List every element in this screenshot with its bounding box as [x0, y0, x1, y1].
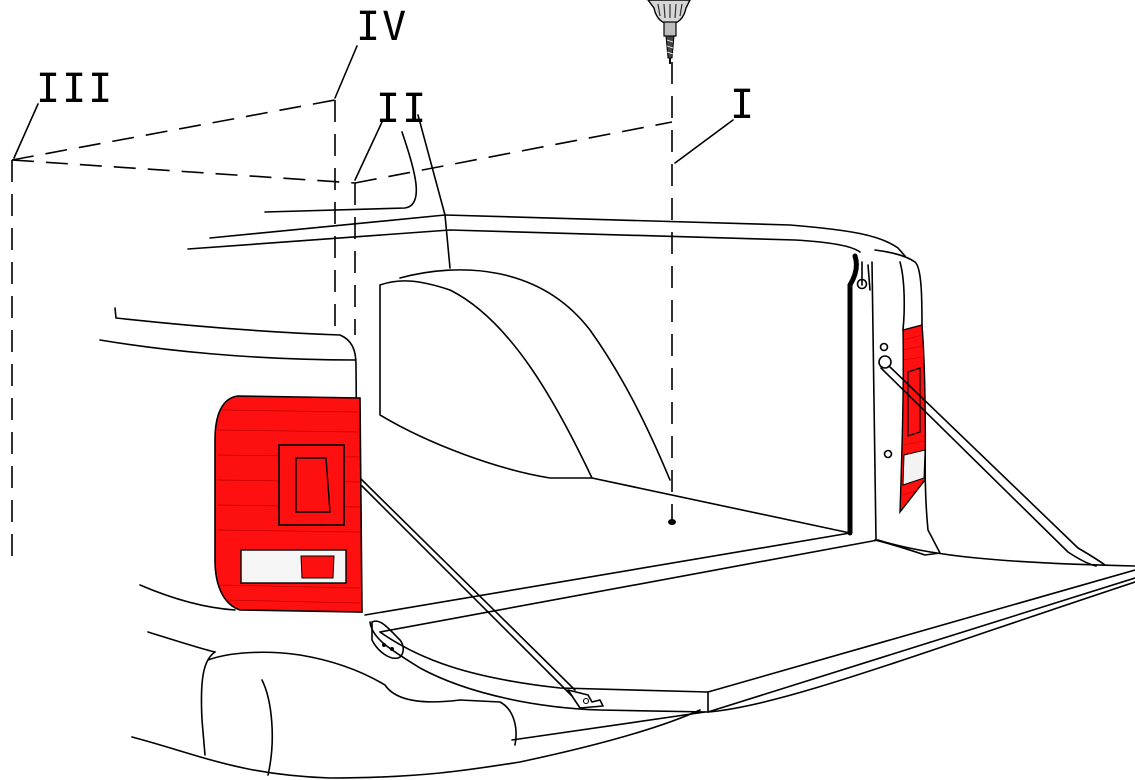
reference-lines: [11, 62, 676, 565]
left-cable-lower: [361, 485, 573, 697]
leader-iii: [13, 103, 39, 159]
wheel-well-arch: [399, 269, 671, 481]
tailgate-right-top: [877, 539, 1135, 567]
left-fender-top: [114, 307, 359, 611]
label-iii: III: [36, 66, 114, 112]
bumper-step-edge: [261, 679, 274, 776]
tailgate-top-face: [379, 569, 1135, 693]
tail-post-bolt-mid: [879, 342, 889, 352]
bumper-left-end: [200, 651, 216, 756]
bumper-top: [207, 651, 517, 746]
reference-line-ii-i: [354, 121, 673, 184]
label-i: I: [730, 82, 756, 128]
tailgate-inner-edge: [379, 539, 879, 633]
tail-post-bolt-top: [856, 278, 868, 290]
bumper-bottom: [131, 709, 701, 779]
bumper-right-edge: [511, 711, 706, 741]
bed-rails: [187, 214, 923, 331]
right-cable-upper: [888, 365, 1106, 566]
left-cable-upper: [359, 477, 576, 691]
right-wall-edge: [861, 261, 871, 291]
left-lamp-reflector: [295, 457, 331, 513]
bed-rail-lower: [187, 229, 861, 253]
right-tail-lamp: [899, 324, 927, 515]
tailgate-hinge-edge: [364, 532, 851, 616]
hinge-bolt-a: [382, 643, 386, 647]
reference-line-iii-iv: [11, 99, 336, 161]
left-body-crease: [139, 584, 236, 611]
tailgate-underside: [369, 621, 709, 713]
tailgate-under-right: [707, 581, 1135, 713]
drill-point-marker: [668, 519, 676, 525]
right-bed-wall: [847, 253, 941, 556]
bed-floor-seam: [591, 477, 851, 534]
tailgate-left-hinge: [371, 620, 405, 660]
leader-i: [674, 119, 734, 164]
wheel-well-outline: [379, 280, 593, 479]
tail-post-outer: [899, 261, 906, 331]
tailgate-end-face: [707, 577, 1135, 713]
left-cable-bracket: [567, 689, 604, 709]
tailgate: [364, 532, 1135, 713]
leader-iv: [334, 45, 358, 99]
rear-bumper: [131, 651, 706, 779]
left-tail-lamp: [214, 395, 363, 613]
reference-line-iii-ii: [11, 159, 356, 184]
left-fender-line: [99, 339, 356, 361]
left-tailgate-cable: [359, 477, 604, 709]
leader-ii-c: [417, 114, 451, 269]
right-cable-anchor: [878, 355, 892, 369]
leader-ii-a: [354, 121, 383, 181]
left-body-lower-crease: [147, 631, 216, 653]
right-seal-strip: [847, 253, 859, 536]
leader-ii-b: [264, 131, 418, 213]
bed-rail-upper: [209, 214, 906, 257]
left-cable-bolt: [582, 697, 590, 705]
hinge-bolt-b: [390, 647, 394, 651]
left-body-side: [99, 307, 359, 653]
cordless-drill-icon: [647, 0, 691, 64]
bed-rail-right-cap: [874, 249, 923, 331]
tail-post-bolt-low: [883, 449, 893, 459]
label-ii: II: [376, 86, 428, 132]
tail-post-inner: [871, 261, 877, 541]
wheel-well: [379, 269, 671, 481]
label-iv: IV: [356, 4, 408, 50]
